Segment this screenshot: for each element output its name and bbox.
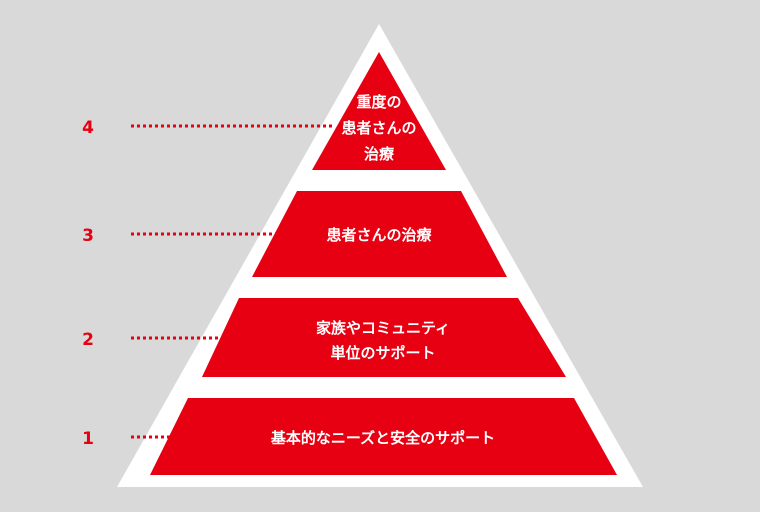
level-number-3: 3	[82, 226, 94, 246]
pyramid-tier-3	[252, 191, 507, 277]
level-number-2: 2	[82, 330, 94, 350]
pyramid-tier-2	[202, 298, 566, 377]
tier-4-label-line-2: 患者さんの	[341, 119, 416, 137]
level-number-4: 4	[82, 118, 94, 138]
tier-2-label-line-1: 家族やコミュニティ	[316, 319, 450, 337]
pyramid-tier-1	[150, 398, 617, 475]
tier-2-label-line-2: 単位のサポート	[330, 344, 435, 362]
tier-4-label-line-3: 治療	[364, 145, 395, 163]
pyramid-tier-4	[312, 52, 446, 170]
tier-1-label-line-1: 基本的なニーズと安全のサポート	[270, 429, 495, 447]
tier-3-label-line-1: 患者さんの治療	[326, 226, 432, 244]
level-number-1: 1	[82, 429, 94, 449]
tier-4-label-line-1: 重度の	[356, 93, 401, 111]
